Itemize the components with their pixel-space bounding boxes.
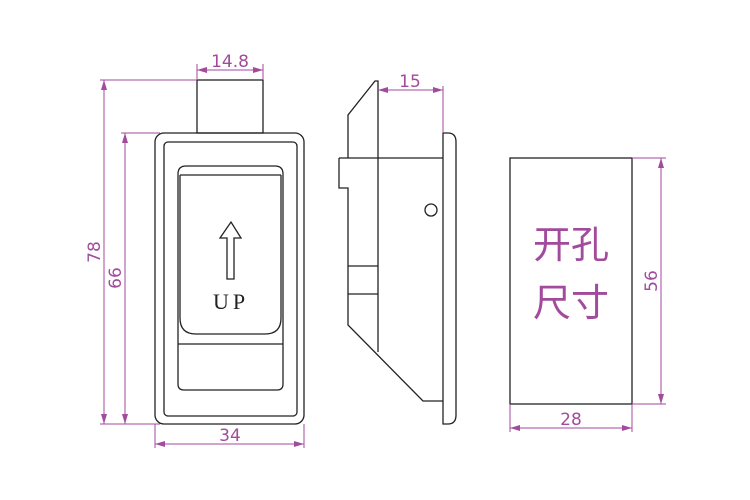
latch-stem [196,79,264,134]
dim-stem-width: 14.8 [211,52,249,72]
dim-cutout-height: 56 [642,270,662,292]
inner-frame [163,141,298,417]
side-flange [442,132,457,425]
cutout-label-line1: 开孔 [533,223,609,267]
dim-total-height: 78 [85,241,105,263]
dim-cutout-width: 28 [560,410,582,430]
front-view: UP 14.8 78 66 34 [85,52,305,448]
dim-body-width: 34 [219,426,241,446]
button-recess [177,165,284,344]
lower-band [177,344,284,391]
up-arrow-icon [218,220,243,280]
push-button [179,174,282,335]
cutout-rect [509,157,633,405]
side-body-top [347,80,379,352]
up-label: UP [213,289,249,314]
dim-body-height: 66 [106,267,126,289]
dim-depth: 15 [399,72,421,92]
cutout-view: 开孔 尺寸 56 28 [509,157,666,432]
cutout-label-line2: 尺寸 [533,281,609,325]
pivot-hole [424,203,438,217]
side-view: 15 [338,72,457,425]
side-body [338,157,443,402]
outer-frame [154,132,305,425]
